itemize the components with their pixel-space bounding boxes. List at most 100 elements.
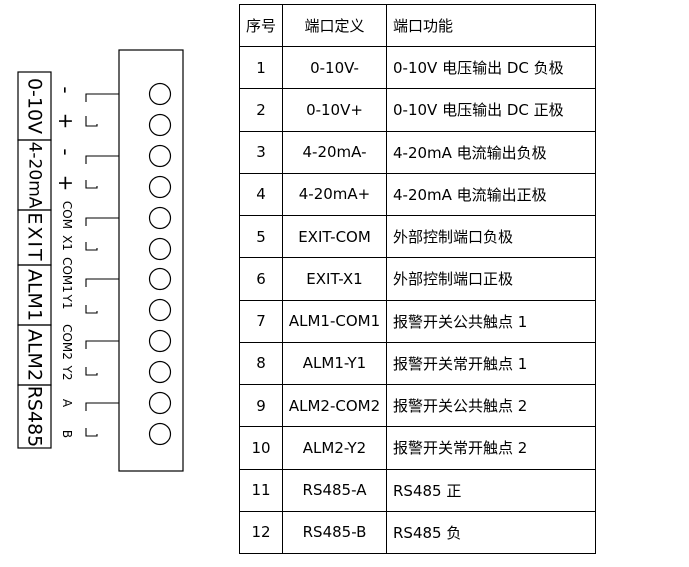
pin-label-12: B [60, 430, 74, 438]
group-label-4-20ma: 4-20mA [25, 142, 45, 209]
cell-port-function: 报警开关常开触点 1 [386, 341, 596, 386]
pin-label-6: X1 [60, 235, 74, 251]
header-serial: 序号 [239, 4, 283, 47]
cell-port-function: 报警开关公共触点 2 [386, 383, 596, 428]
cell-port-function: 外部控制端口负极 [386, 214, 596, 259]
terminal-screws [148, 82, 172, 446]
screw-9 [148, 329, 172, 353]
screw-2 [148, 113, 172, 137]
pin-label-9: COM2 [60, 324, 74, 360]
screw-12 [148, 422, 172, 446]
cell-serial: 2 [239, 88, 283, 132]
pin-label-10: Y2 [60, 365, 74, 381]
cell-port-definition: 0-10V+ [282, 88, 387, 132]
lead-8 [85, 305, 98, 314]
group-label-alm1: ALM1 [24, 269, 46, 321]
screw-6 [148, 237, 172, 261]
cell-port-function: RS485 正 [386, 468, 596, 512]
cell-serial: 11 [239, 468, 283, 512]
lead-7 [85, 278, 119, 287]
cell-serial: 1 [239, 45, 283, 90]
pin-label-3: - [54, 148, 78, 155]
cell-port-definition: ALM2-COM2 [282, 383, 387, 428]
header-port-definition: 端口定义 [282, 4, 387, 47]
cell-port-function: 4-20mA 电流输出正极 [386, 172, 596, 217]
pin-label-5: COM [60, 201, 74, 229]
lead-4 [85, 180, 98, 189]
pin-label-7: COM1 [60, 257, 74, 293]
group-label-rs485: RS485 [24, 386, 46, 448]
lead-2 [85, 116, 98, 127]
pin-label-2: + [54, 113, 78, 130]
screw-7 [148, 267, 172, 291]
group-labels: 0-10V 4-20mA EXIT ALM1 ALM2 RS485 [24, 78, 46, 447]
screw-4 [148, 175, 172, 199]
cell-port-function: 外部控制端口正极 [386, 257, 596, 301]
screw-10 [148, 360, 172, 384]
screw-8 [148, 298, 172, 322]
pin-label-8: Y1 [60, 294, 74, 310]
cell-port-function: 报警开关公共触点 1 [386, 299, 596, 343]
lead-12 [85, 428, 98, 437]
cell-port-definition: ALM2-Y2 [282, 426, 387, 470]
cell-serial: 6 [239, 257, 283, 301]
group-label-0-10v: 0-10V [24, 78, 46, 134]
cell-port-definition: EXIT-X1 [282, 257, 387, 301]
cell-port-definition: ALM1-Y1 [282, 341, 387, 386]
header-port-function: 端口功能 [386, 4, 596, 47]
screw-3 [148, 144, 172, 168]
cell-port-definition: 0-10V- [282, 45, 387, 90]
cell-serial: 9 [239, 383, 283, 428]
group-label-boxes [17, 71, 52, 449]
cell-port-definition: EXIT-COM [282, 214, 387, 259]
cell-port-function: 4-20mA 电流输出负极 [386, 130, 596, 174]
group-label-exit: EXIT [24, 212, 46, 262]
cell-serial: 7 [239, 299, 283, 343]
screw-5 [148, 206, 172, 230]
cell-port-function: 报警开关常开触点 2 [386, 426, 596, 470]
cell-serial: 3 [239, 130, 283, 174]
pin-leads [85, 93, 119, 437]
cell-serial: 12 [239, 510, 283, 555]
cell-port-definition: 4-20mA+ [282, 172, 387, 217]
cell-port-function: 0-10V 电压输出 DC 负极 [386, 45, 596, 90]
cell-serial: 10 [239, 426, 283, 470]
cell-port-function: 0-10V 电压输出 DC 正极 [386, 88, 596, 132]
cell-port-definition: RS485-A [282, 468, 387, 512]
cell-port-function: RS485 负 [386, 510, 596, 555]
cell-serial: 8 [239, 341, 283, 386]
lead-10 [85, 367, 98, 376]
cell-port-definition: RS485-B [282, 510, 387, 555]
cell-serial: 4 [239, 172, 283, 217]
cell-port-definition: 4-20mA- [282, 130, 387, 174]
pin-label-1: - [54, 86, 78, 93]
screw-11 [148, 391, 172, 415]
lead-11 [85, 402, 119, 411]
group-box-rs485 [17, 384, 52, 449]
lead-3 [85, 155, 119, 164]
cell-port-definition: ALM1-COM1 [282, 299, 387, 343]
lead-9 [85, 340, 119, 349]
lead-1 [85, 93, 119, 102]
screw-1 [148, 82, 172, 106]
lead-5 [85, 217, 119, 226]
lead-6 [85, 242, 98, 251]
pin-label-4: + [54, 175, 78, 192]
pin-label-11: A [60, 399, 74, 408]
group-label-alm2: ALM2 [24, 329, 46, 381]
cell-serial: 5 [239, 214, 283, 259]
